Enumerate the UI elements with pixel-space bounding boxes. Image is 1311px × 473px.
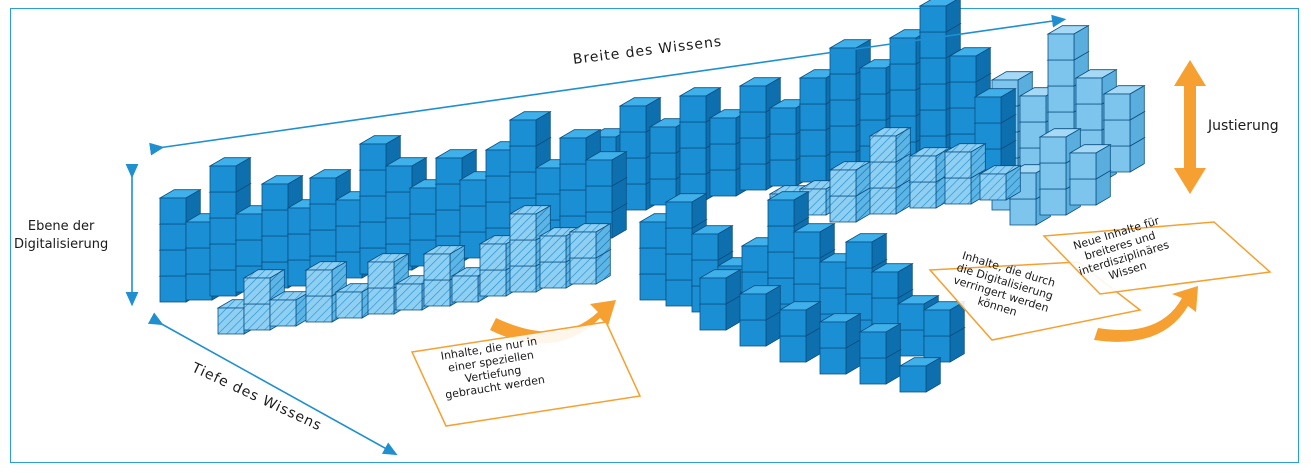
cube xyxy=(584,150,628,187)
cube xyxy=(508,204,552,241)
cube xyxy=(690,224,734,261)
cube xyxy=(1102,84,1146,121)
cube xyxy=(870,262,914,299)
cube xyxy=(973,87,1017,124)
curved-arrow-right xyxy=(1094,286,1198,342)
justierung-arrow xyxy=(1174,60,1206,194)
ebene-label: Ebene der Digitalisierung xyxy=(14,219,109,252)
cube xyxy=(948,46,992,83)
cube xyxy=(738,284,782,321)
cube xyxy=(792,222,836,259)
cube xyxy=(844,232,888,269)
cube xyxy=(858,322,902,359)
cube xyxy=(208,156,252,193)
annotation-box-neue xyxy=(1042,221,1272,295)
tiefe-arrow xyxy=(147,312,398,456)
cube xyxy=(304,260,348,297)
cube xyxy=(568,222,612,259)
cube xyxy=(508,110,552,147)
breite-arrow xyxy=(149,14,1067,156)
cube xyxy=(260,174,304,211)
cube xyxy=(828,160,872,197)
cube xyxy=(308,168,352,205)
cube xyxy=(898,356,942,393)
justierung-label: Justierung xyxy=(1208,118,1279,134)
curved-arrow-left xyxy=(490,300,616,344)
cube xyxy=(818,312,862,349)
diagram-frame xyxy=(10,8,1299,463)
cube xyxy=(868,126,912,163)
cube xyxy=(664,192,708,229)
cube xyxy=(1068,143,1112,180)
cube xyxy=(268,290,312,327)
cube xyxy=(698,268,742,305)
cube xyxy=(908,146,952,183)
cube xyxy=(766,190,810,227)
cube xyxy=(918,0,961,33)
cube xyxy=(922,300,966,337)
cube xyxy=(778,300,822,337)
cube xyxy=(978,164,1022,201)
cube xyxy=(1046,24,1090,61)
annotation-box-spezielle xyxy=(410,321,642,427)
cube xyxy=(943,142,987,179)
